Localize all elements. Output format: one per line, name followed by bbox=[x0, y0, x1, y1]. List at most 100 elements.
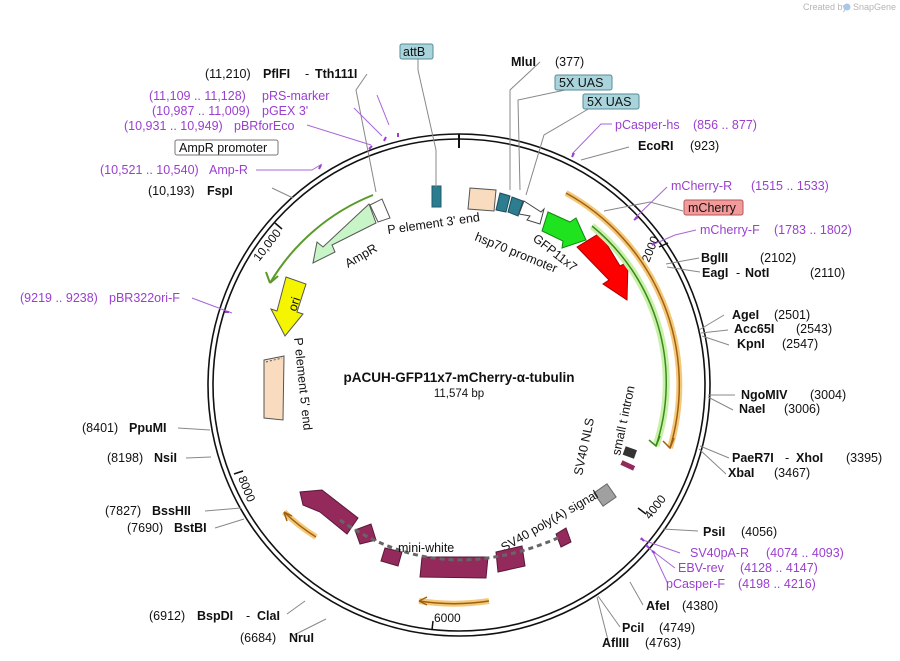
mini-white-introns bbox=[339, 518, 561, 562]
p-element-3-end-feature bbox=[467, 187, 497, 212]
site-ngomiv-name: NgoMIV bbox=[741, 388, 788, 402]
hsp70-promoter-arrow bbox=[518, 200, 545, 225]
small-t-intron-feature bbox=[620, 460, 636, 471]
primer-pbr322ori-f-range: (9219 .. 9238) bbox=[20, 291, 98, 305]
sv40-nls-feature bbox=[622, 446, 638, 459]
leader-lines bbox=[177, 58, 735, 641]
snapgene-logo-icon bbox=[843, 3, 851, 11]
ori-feature bbox=[269, 276, 307, 337]
p-element-3-end-label: P element 3' end bbox=[386, 210, 480, 237]
site-bsshii-name: BssHII bbox=[152, 504, 191, 518]
mini-white-exon-6 bbox=[555, 527, 572, 548]
sv40-polya-label: SV40 poly(A) signal bbox=[499, 488, 601, 555]
primer-amp-r-range: (10,521 .. 10,540) bbox=[100, 163, 199, 177]
primer-sv40pa-r-name: SV40pA-R bbox=[690, 546, 749, 560]
site-nrui-name: NruI bbox=[289, 631, 314, 645]
site-pcii-pos: (4749) bbox=[659, 621, 695, 635]
site-paer7i-dash: - bbox=[785, 451, 789, 465]
primer-amp-r-name: Amp-R bbox=[209, 163, 248, 177]
primer-ebv-rev-name: EBV-rev bbox=[678, 561, 725, 575]
mcherry-box-label: mCherry bbox=[688, 201, 737, 215]
site-bspdi-dash: - bbox=[246, 609, 250, 623]
site-eagi-name: EagI bbox=[702, 266, 728, 280]
scale-ticks bbox=[233, 222, 669, 631]
site-nsii-name: NsiI bbox=[154, 451, 177, 465]
attb-box-label: attB bbox=[403, 45, 425, 59]
primer-mcherry-f-name: mCherry-F bbox=[700, 223, 760, 237]
credit-prefix: Created by bbox=[803, 2, 848, 12]
primer-pbr322ori-f-name: pBR322ori-F bbox=[109, 291, 180, 305]
p-element-5-dash bbox=[265, 357, 283, 363]
primer-pgex3-name: pGEX 3' bbox=[262, 104, 308, 118]
primer-mcherry-r-range: (1515 .. 1533) bbox=[751, 179, 829, 193]
p-element-5-end-label: P element 5' end bbox=[291, 337, 315, 431]
ampr-arc bbox=[269, 194, 374, 284]
site-bglii-pos: (2102) bbox=[760, 251, 796, 265]
site-eagi-pos: (2110) bbox=[810, 266, 845, 280]
primer-mcherry-f-range: (1783 .. 1802) bbox=[774, 223, 852, 237]
mini-white-label: mini-white bbox=[398, 541, 454, 555]
primer-ebv-rev-range: (4128 .. 4147) bbox=[740, 561, 818, 575]
site-naei-name: NaeI bbox=[739, 402, 765, 416]
mcherry-box bbox=[683, 199, 744, 216]
orf-arc-bottom-line bbox=[418, 600, 490, 605]
primer-pbrforeco-range: (10,931 .. 10,949) bbox=[124, 119, 223, 133]
site-clai-name: ClaI bbox=[257, 609, 280, 623]
site-psii-name: PsiI bbox=[703, 525, 725, 539]
hsp70-segment-1 bbox=[495, 192, 511, 213]
site-bsshii-pos: (7827) bbox=[105, 504, 141, 518]
site-naei-pos: (3006) bbox=[784, 402, 820, 416]
site-agei-pos: (2501) bbox=[774, 308, 810, 322]
orf-arc-bottom-head bbox=[418, 596, 428, 606]
uas-box-2-label: 5X UAS bbox=[587, 95, 631, 109]
ampr-promoter-feature bbox=[369, 198, 391, 223]
site-afliii-pos: (4763) bbox=[645, 636, 681, 650]
uas-box-1-label: 5X UAS bbox=[559, 76, 603, 90]
site-paer7i-name: PaeR7I bbox=[732, 451, 774, 465]
sv40-polya-feature bbox=[593, 483, 617, 507]
site-fspi-name: FspI bbox=[207, 184, 233, 198]
mcherry-feature-arrow bbox=[576, 232, 629, 301]
orf-arc-left-head bbox=[283, 511, 293, 522]
site-fspi-pos: (10,193) bbox=[148, 184, 195, 198]
gfp11x7-feature bbox=[541, 211, 587, 249]
site-ecori-name: EcoRI bbox=[638, 139, 673, 153]
green-arc-head bbox=[648, 435, 661, 448]
orf-arc-right-head bbox=[662, 437, 675, 450]
site-afei-pos: (4380) bbox=[682, 599, 718, 613]
site-xbai-name: XbaI bbox=[728, 466, 754, 480]
site-paer7i-pos: (3395) bbox=[846, 451, 882, 465]
ampr-promoter-box bbox=[174, 139, 279, 156]
site-afliii-name: AflIII bbox=[602, 636, 629, 650]
site-nrui-pos: (6684) bbox=[240, 631, 276, 645]
site-bglii-name: BglII bbox=[701, 251, 728, 265]
primer-sv40pa-r-range: (4074 .. 4093) bbox=[766, 546, 844, 560]
site-bspdi-name: BspDI bbox=[197, 609, 233, 623]
site-afei-name: AfeI bbox=[646, 599, 670, 613]
sv40-nls-label: SV40 NLS bbox=[571, 417, 597, 477]
primer-prs-marker-name: pRS-marker bbox=[262, 89, 329, 103]
plasmid-name: pACUH-GFP11x7-mCherry-α-tubulin bbox=[343, 370, 574, 385]
site-acc65i-pos: (2543) bbox=[796, 322, 832, 336]
p-element-5-end-feature bbox=[263, 355, 285, 421]
site-mlui-pos: (377) bbox=[555, 55, 584, 69]
primer-prs-marker-range: (11,109 .. 11,128) bbox=[149, 89, 246, 103]
mini-white-exon-5 bbox=[495, 545, 526, 573]
site-kpni-pos: (2547) bbox=[782, 337, 818, 351]
primer-pcasper-f-range: (4198 .. 4216) bbox=[738, 577, 816, 591]
site-nsii-pos: (8198) bbox=[107, 451, 143, 465]
site-noti-name: NotI bbox=[745, 266, 769, 280]
primer-pcasper-hs-name: pCasper-hs bbox=[615, 118, 680, 132]
mini-white-exon-4 bbox=[419, 556, 489, 579]
site-ecori-pos: (923) bbox=[690, 139, 719, 153]
ampr-arc-head bbox=[265, 271, 279, 284]
site-marks bbox=[225, 133, 656, 554]
primer-pbrforeco-name: pBRforEco bbox=[234, 119, 294, 133]
site-xbai-pos: (3467) bbox=[774, 466, 810, 480]
site-bstbi-name: BstBI bbox=[174, 521, 207, 535]
site-kpni-name: KpnI bbox=[737, 337, 765, 351]
ampr-promoter-box-label: AmpR promoter bbox=[179, 141, 267, 155]
site-ngomiv-pos: (3004) bbox=[810, 388, 846, 402]
site-bstbi-pos: (7690) bbox=[127, 521, 163, 535]
